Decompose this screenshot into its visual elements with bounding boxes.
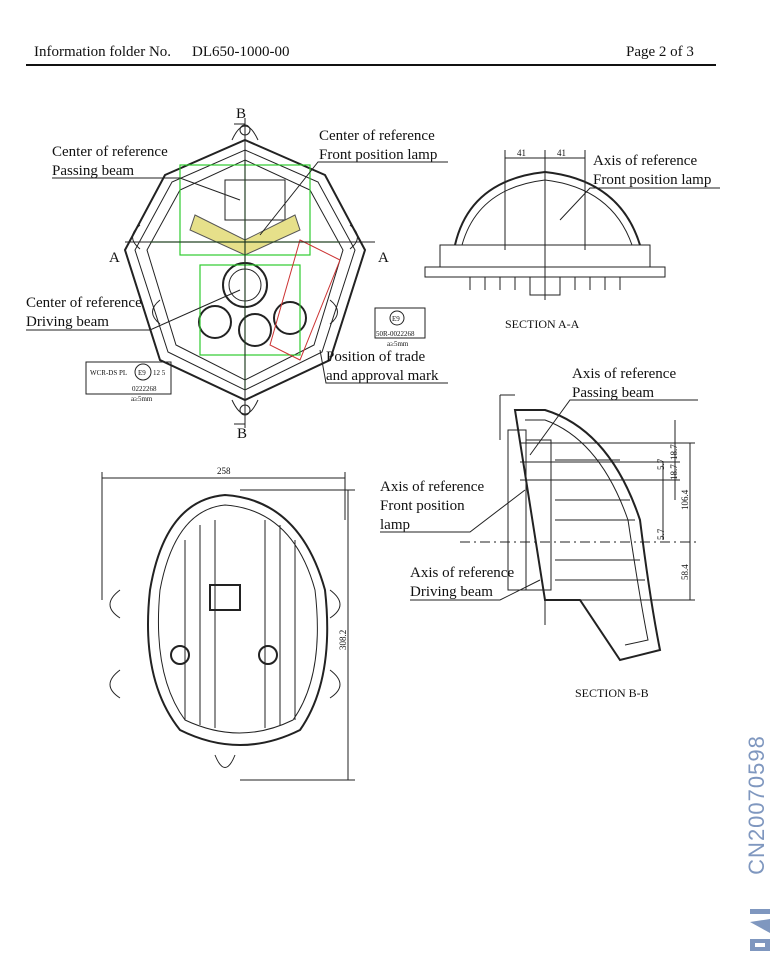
rear-height-dim: 308.2 — [338, 630, 348, 650]
section-bb: 18.7 18.7 5.7 5.7 106.4 58.4 Axis of ref… — [380, 366, 700, 700]
page-indicator: Page 2 of 3 — [626, 44, 694, 60]
mark-left-code: 0222268 — [132, 385, 157, 393]
aa-axis-label-1: Axis of reference — [593, 153, 697, 169]
bb-front-label-3: lamp — [380, 517, 410, 533]
folder-label: Information folder No. — [34, 44, 172, 60]
mark-left-prefix: WCR-DS PL — [90, 369, 127, 377]
aa-axis-label-2: Front position lamp — [593, 172, 711, 188]
mark-right-e: E9 — [392, 315, 400, 323]
bb-dim-18-7-b: 18.7 — [669, 464, 679, 480]
watermark-code-text: CN20070598 — [744, 735, 769, 875]
bb-front-label-1: Axis of reference — [380, 479, 484, 495]
mark-left-size: a≥5mm — [131, 395, 153, 403]
mark-left-num: 12 5 — [153, 369, 166, 377]
bb-driving-label-1: Axis of reference — [410, 565, 514, 581]
bb-dim-18-7-a: 18.7 — [669, 444, 679, 460]
section-aa: 41 41 Axis of reference Front position l… — [424, 148, 720, 331]
bb-driving-label-2: Driving beam — [410, 584, 493, 600]
folder-number: DL650-1000-00 — [192, 44, 290, 60]
watermark-code: CN20070598 — [742, 735, 772, 875]
section-bb-title: SECTION B-B — [575, 686, 649, 700]
aa-dim-left: 41 — [517, 148, 526, 158]
bb-dim-106-4: 106.4 — [680, 489, 690, 510]
section-a-left-label: A — [109, 250, 120, 266]
mark-right-code: 50R-0022268 — [376, 330, 415, 338]
section-b-top-label: B — [236, 106, 246, 122]
rear-width-dim: 258 — [217, 466, 231, 476]
section-b-bottom-label: B — [237, 426, 247, 442]
passing-beam-label-1: Center of reference — [52, 144, 168, 160]
bb-passing-label-2: Passing beam — [572, 385, 654, 401]
approval-mark-label-1: Position of trade — [326, 349, 425, 365]
mark-right-size: a≥5mm — [387, 340, 409, 348]
front-lamp-label-2: Front position lamp — [319, 147, 437, 163]
driving-beam-label-1: Center of reference — [26, 295, 142, 311]
section-a-right-label: A — [378, 250, 389, 266]
rear-view: 258 308.2 — [101, 466, 355, 781]
bb-dim-5-7-b: 5.7 — [656, 528, 666, 540]
front-view: B B A A Center of reference Passing beam… — [26, 106, 448, 442]
mark-left-e: E9 — [138, 369, 146, 377]
header-rule — [26, 64, 716, 66]
approval-mark-label-2: and approval mark — [326, 368, 439, 384]
section-aa-title: SECTION A-A — [505, 317, 580, 331]
aa-dim-right: 41 — [557, 148, 566, 158]
front-lamp-label-1: Center of reference — [319, 128, 435, 144]
watermark-logo — [750, 909, 770, 951]
bb-dim-58-4: 58.4 — [680, 564, 690, 580]
bb-dim-5-7-a: 5.7 — [656, 458, 666, 470]
bb-front-label-2: Front position — [380, 498, 465, 514]
passing-beam-label-2: Passing beam — [52, 163, 134, 179]
driving-beam-label-2: Driving beam — [26, 314, 109, 330]
bb-passing-label-1: Axis of reference — [572, 366, 676, 382]
